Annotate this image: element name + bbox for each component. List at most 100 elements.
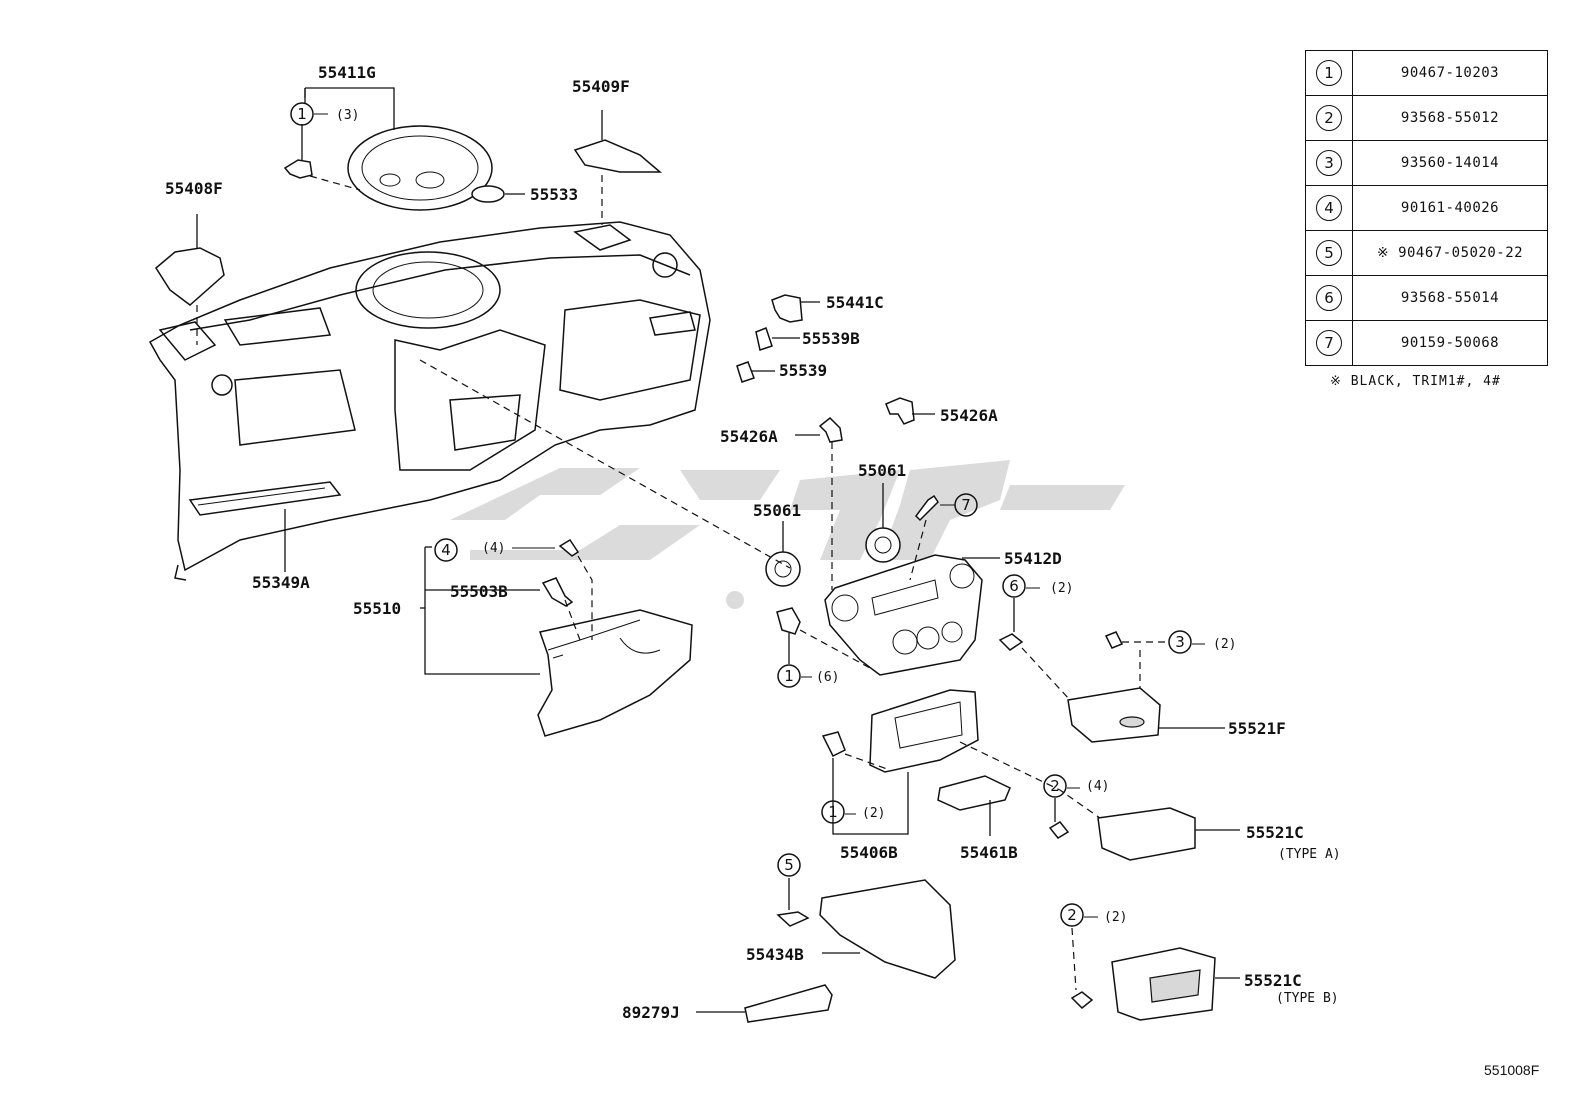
- meter-hood-drawing: [347, 125, 493, 211]
- callout-2-4: 2 (4): [1043, 774, 1109, 798]
- ref-part-number: 93568-55014: [1352, 275, 1548, 321]
- label-55426A-right: 55426A: [940, 406, 998, 425]
- table-row: 2 93568-55012: [1305, 95, 1548, 141]
- clip-1-6-drawing: [776, 607, 801, 635]
- ref-part-number: 90161-40026: [1352, 185, 1548, 231]
- table-row: 4 90161-40026: [1305, 185, 1548, 231]
- leader-lines: [196, 87, 1240, 1013]
- svg-text:5: 5: [784, 856, 794, 874]
- table-row: 6 93568-55014: [1305, 275, 1548, 321]
- callout-6-2: 6 (2): [1002, 574, 1073, 598]
- ref-num: 5: [1316, 240, 1342, 266]
- svg-text:1: 1: [297, 105, 307, 123]
- ref-num: 3: [1316, 150, 1342, 176]
- svg-text:(2): (2): [1050, 581, 1073, 596]
- ref-num: 2: [1316, 105, 1342, 131]
- screw-2-drawing: [1048, 821, 1070, 839]
- bracket-55426a-left-drawing: [818, 416, 843, 443]
- part-89279j-drawing: [744, 984, 833, 1023]
- svg-text:(2): (2): [1213, 637, 1236, 652]
- screw-6-drawing: [998, 633, 1024, 651]
- table-row: 5 ※ 90467-05020-22: [1305, 230, 1548, 276]
- screw-2-lower-drawing: [1070, 991, 1094, 1010]
- label-55521F: 55521F: [1228, 719, 1286, 738]
- svg-text:1: 1: [784, 667, 794, 685]
- label-55061-left: 55061: [753, 501, 801, 520]
- label-55434B: 55434B: [746, 945, 804, 964]
- label-55521C-type-a-note: (TYPE A): [1278, 847, 1341, 862]
- ref-part-number: 93568-55012: [1352, 95, 1548, 141]
- fastener-reference-table: 1 90467-10203 2 93568-55012 3 93560-1401…: [1305, 50, 1548, 366]
- bracket-55426a-right-drawing: [885, 397, 915, 425]
- svg-text:6: 6: [1009, 577, 1019, 595]
- label-55533: 55533: [530, 185, 578, 204]
- tray-55461b-drawing: [937, 775, 1011, 811]
- watermark-logo: [450, 460, 1125, 609]
- label-55409F: 55409F: [572, 77, 630, 96]
- ref-num: 4: [1316, 195, 1342, 221]
- clip-55539b-drawing: [755, 327, 773, 351]
- label-55408F: 55408F: [165, 179, 223, 198]
- side-cover-drawing: [155, 247, 225, 306]
- panel-55434b-drawing: [819, 879, 956, 979]
- label-89279J: 89279J: [622, 1003, 680, 1022]
- callout-2-2: 2 (2): [1060, 903, 1127, 927]
- svg-text:2: 2: [1067, 906, 1077, 924]
- svg-text:(3): (3): [336, 108, 359, 123]
- svg-text:1: 1: [828, 803, 838, 821]
- plug-drawing: [471, 185, 505, 203]
- ref-part-number: ※ 90467-05020-22: [1352, 230, 1548, 276]
- label-55521C-type-a: 55521C: [1246, 823, 1304, 842]
- glove-box-drawing: [537, 609, 693, 737]
- callout-1-2: 1 (2): [821, 800, 885, 824]
- callout-1-6: 1 (6): [777, 664, 839, 688]
- table-row: 7 90159-50068: [1305, 320, 1548, 366]
- svg-text:7: 7: [961, 496, 971, 514]
- defroster-cover-drawing: [573, 139, 663, 173]
- screw-4-drawing: [558, 538, 580, 557]
- label-55539: 55539: [779, 361, 827, 380]
- table-row: 3 93560-14014: [1305, 140, 1548, 186]
- ref-part-number: 90159-50068: [1352, 320, 1548, 366]
- ref-num: 1: [1316, 60, 1342, 86]
- callout-1-3: 1 (3): [290, 102, 359, 126]
- svg-text:(4): (4): [1086, 779, 1109, 794]
- pocket-55521f-drawing: [1067, 687, 1161, 743]
- label-55349A: 55349A: [252, 573, 310, 592]
- part-labels: 55411G 55409F 55408F 55533 55441C 55539B…: [165, 63, 1341, 1022]
- ref-part-number: 90467-10203: [1352, 50, 1548, 96]
- bracket-55441c-drawing: [771, 294, 803, 323]
- bezel-55406b-drawing: [869, 689, 979, 773]
- label-55461B: 55461B: [960, 843, 1018, 862]
- label-55411G: 55411G: [318, 63, 376, 82]
- svg-text:4: 4: [441, 541, 451, 559]
- table-row: 1 90467-10203: [1305, 50, 1548, 96]
- svg-text:(2): (2): [1104, 910, 1127, 925]
- label-55406B: 55406B: [840, 843, 898, 862]
- clip-1-2-drawing: [821, 731, 846, 758]
- svg-text:3: 3: [1175, 633, 1185, 651]
- pocket-55521c-type-a-drawing: [1097, 807, 1196, 861]
- label-55412D: 55412D: [1004, 549, 1062, 568]
- callout-7: 7: [940, 493, 978, 517]
- label-55521C-type-b-note: (TYPE B): [1276, 991, 1339, 1006]
- ref-num: 6: [1316, 285, 1342, 311]
- ref-part-number: 93560-14014: [1352, 140, 1548, 186]
- callout-4-4: 4 (4): [434, 538, 555, 562]
- svg-text:(4): (4): [482, 541, 505, 556]
- callout-5: 5: [777, 853, 801, 877]
- instrument-panel-drawing: [148, 221, 711, 581]
- svg-text:(2): (2): [862, 806, 885, 821]
- center-cluster-panel-drawing: [824, 554, 983, 676]
- screw-3-drawing: [1104, 631, 1124, 649]
- damper-55503b-drawing: [541, 577, 574, 607]
- clip-drawing: [283, 159, 313, 179]
- clip-55539-drawing: [736, 361, 755, 383]
- callout-3-2: 3 (2): [1168, 630, 1236, 654]
- svg-text:2: 2: [1050, 777, 1060, 795]
- label-55510: 55510: [353, 599, 401, 618]
- knob-55061-right-drawing: [865, 527, 901, 563]
- ref-num: 7: [1316, 330, 1342, 356]
- label-55521C-type-b: 55521C: [1244, 971, 1302, 990]
